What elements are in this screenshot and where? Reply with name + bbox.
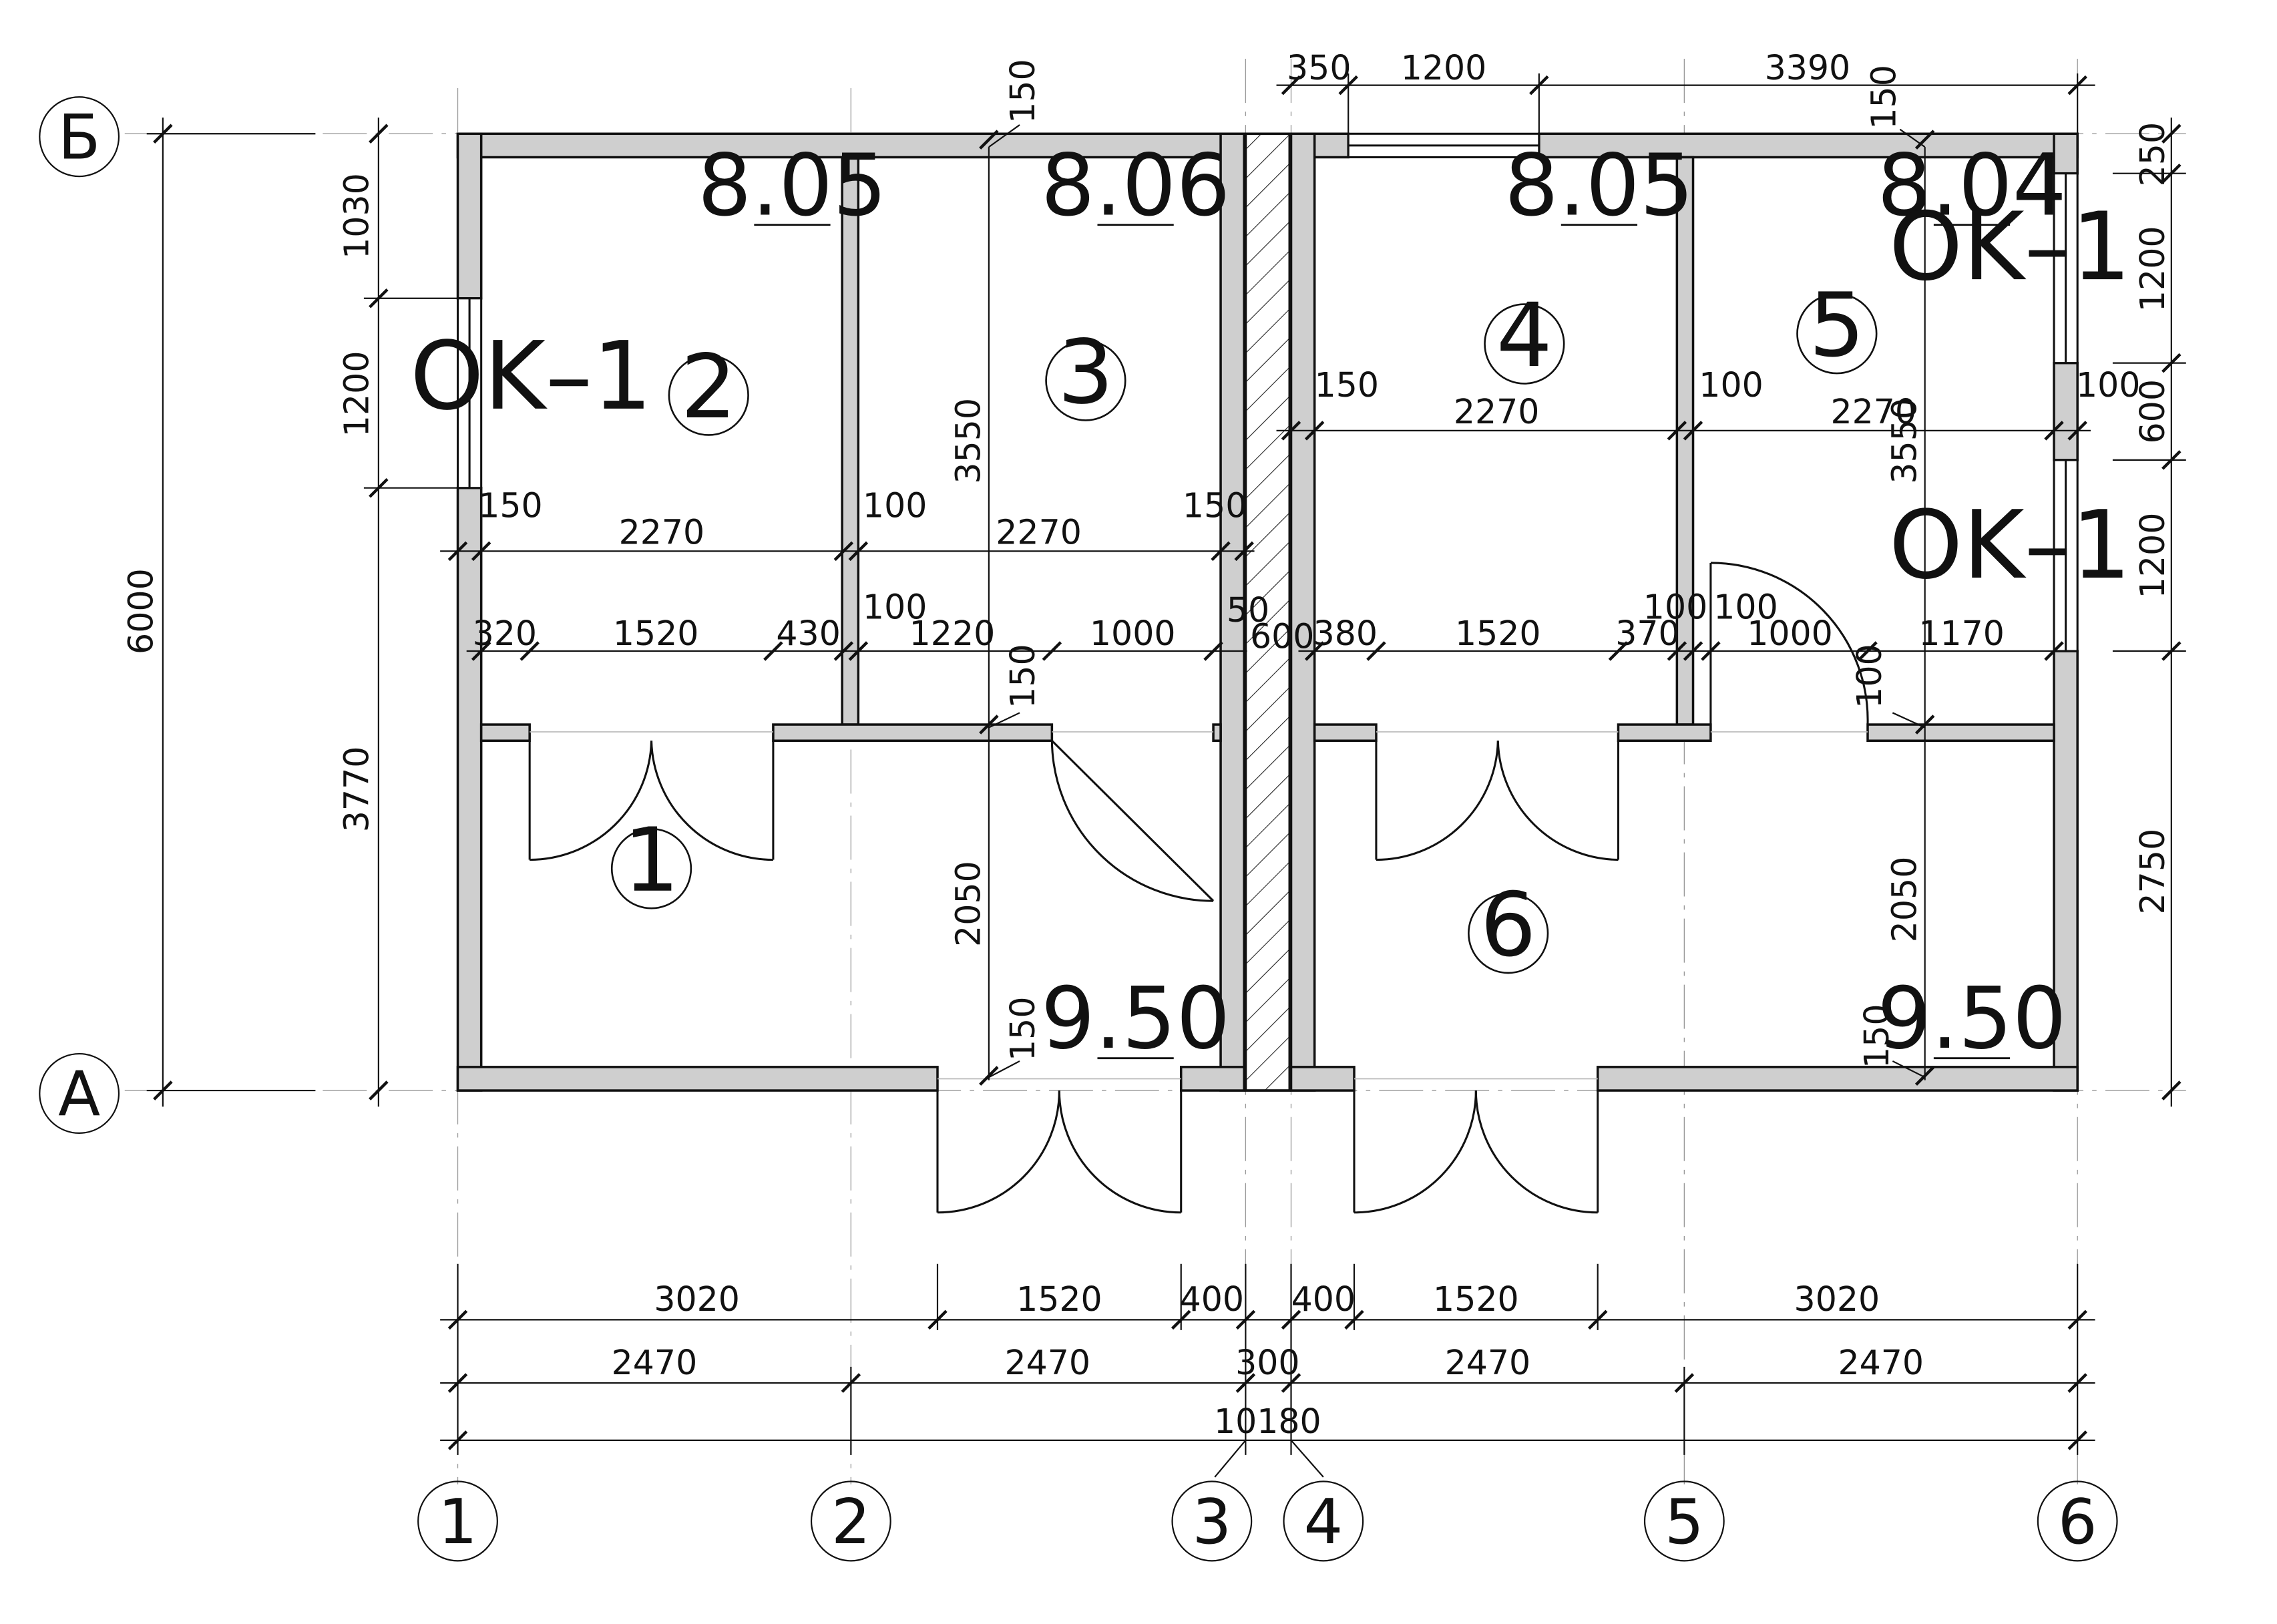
axis-label-5: 5 (1665, 1486, 1704, 1558)
dim-label: 1200 (337, 351, 377, 437)
dim-label: 430 (776, 614, 840, 653)
dim-label: 320 (473, 614, 537, 653)
dim-label-small: 150 (1003, 644, 1042, 708)
level-mark: 8.05 (1504, 136, 1694, 235)
dim-label-small: 100 (1850, 644, 1889, 708)
dim-label-small: 150 (1857, 1004, 1896, 1068)
dim-label: 3020 (654, 1279, 740, 1319)
level-mark: 8.04 (1877, 136, 2067, 235)
dim-label-total: 10180 (1214, 1402, 1321, 1441)
room-number: 5 (1809, 275, 1865, 377)
dim-label-small: 100 (1643, 588, 1707, 627)
dim-label: 380 (1313, 614, 1378, 653)
room-number: 1 (624, 810, 680, 912)
dim-label: 6000 (122, 568, 161, 654)
dim-label: 1220 (909, 614, 996, 653)
dim-label-small: 150 (478, 486, 542, 526)
room-circles (610, 292, 1878, 974)
dim-label: 1000 (1747, 614, 1833, 653)
dim-label-small: 100 (2076, 365, 2140, 405)
axis-label-2: 2 (831, 1486, 871, 1558)
dim-label: 2750 (2133, 829, 2172, 915)
dim-label-small: 100 (1713, 588, 1778, 627)
dim-label: 1520 (1455, 614, 1541, 653)
dim-label: 2270 (619, 512, 705, 552)
dim-label: 2050 (1885, 857, 1924, 943)
room-number: 3 (1058, 322, 1114, 424)
room-number: 2 (680, 337, 737, 439)
walls (456, 132, 2079, 1092)
dim-label: 2470 (1838, 1343, 1924, 1382)
tick-marks (153, 75, 2182, 1450)
dim-label: 400 (1291, 1279, 1356, 1319)
dim-label: 400 (1180, 1279, 1244, 1319)
dim-label-small: 600 (1250, 617, 1314, 656)
dim-label: 3020 (1794, 1279, 1880, 1319)
dim-label: 2470 (1445, 1343, 1531, 1382)
axis-label-a: А (58, 1058, 100, 1130)
windows (456, 132, 2079, 652)
dim-label: 2470 (612, 1343, 698, 1382)
dim-label: 3550 (949, 398, 988, 484)
axis-label-b: Б (58, 102, 100, 174)
axis-label-4: 4 (1303, 1486, 1343, 1558)
room-number: 6 (1480, 874, 1536, 976)
dim-label: 2470 (1004, 1343, 1090, 1382)
dim-label: 1030 (337, 173, 377, 259)
room-number: 4 (1496, 285, 1552, 387)
dim-label: 300 (1235, 1343, 1299, 1382)
axis-circles (39, 96, 2118, 1562)
axis-grid-lines (124, 59, 2186, 1484)
level-mark: 8.05 (698, 136, 887, 235)
dim-label: 1200 (2133, 513, 2172, 599)
dim-label: 1520 (1433, 1279, 1519, 1319)
dim-label: 600 (2133, 379, 2172, 444)
window-mark: OK–1 (1889, 491, 2131, 600)
dim-label-small: 150 (1183, 486, 1247, 526)
dim-label-small: 100 (1699, 365, 1763, 405)
dim-label: 2270 (1830, 392, 1916, 431)
dim-label: 1200 (1401, 48, 1487, 87)
dim-label: 1520 (613, 614, 699, 653)
dim-label-small: 50 (1227, 590, 1269, 630)
dim-label: 1200 (2133, 226, 2172, 312)
dim-label: 370 (1615, 614, 1679, 653)
dim-label: 3770 (337, 746, 377, 832)
level-mark: 8.06 (1041, 136, 1231, 235)
dim-label-small: 150 (1003, 996, 1042, 1061)
level-mark: 9.50 (1041, 970, 1231, 1068)
axis-label-1: 1 (438, 1486, 477, 1558)
level-mark: 9.50 (1877, 970, 2067, 1068)
dim-label-small: 150 (1315, 365, 1379, 405)
window-mark: OK–1 (410, 322, 652, 431)
door-swings (528, 562, 1869, 1214)
dim-label: 350 (1287, 48, 1351, 87)
dim-label: 2270 (1454, 392, 1540, 431)
dim-label-small: 150 (1003, 59, 1042, 124)
axis-label-3: 3 (1193, 1486, 1232, 1558)
dim-label: 1000 (1090, 614, 1176, 653)
dim-label: 3390 (1765, 48, 1851, 87)
dim-label: 1520 (1016, 1279, 1102, 1319)
dim-label: 1170 (1918, 614, 2005, 653)
dim-label: 3550 (1885, 398, 1924, 484)
dimension-lines (146, 73, 2186, 1478)
dim-label: 250 (2133, 122, 2172, 187)
dim-label: 2050 (949, 861, 988, 947)
dim-label-small: 100 (863, 486, 927, 526)
dim-label-small: 100 (863, 588, 927, 627)
dim-label: 2270 (996, 512, 1082, 552)
axis-label-6: 6 (2058, 1486, 2097, 1558)
window-mark: OK–1 (1889, 192, 2131, 302)
dim-label-small: 150 (1864, 65, 1904, 130)
